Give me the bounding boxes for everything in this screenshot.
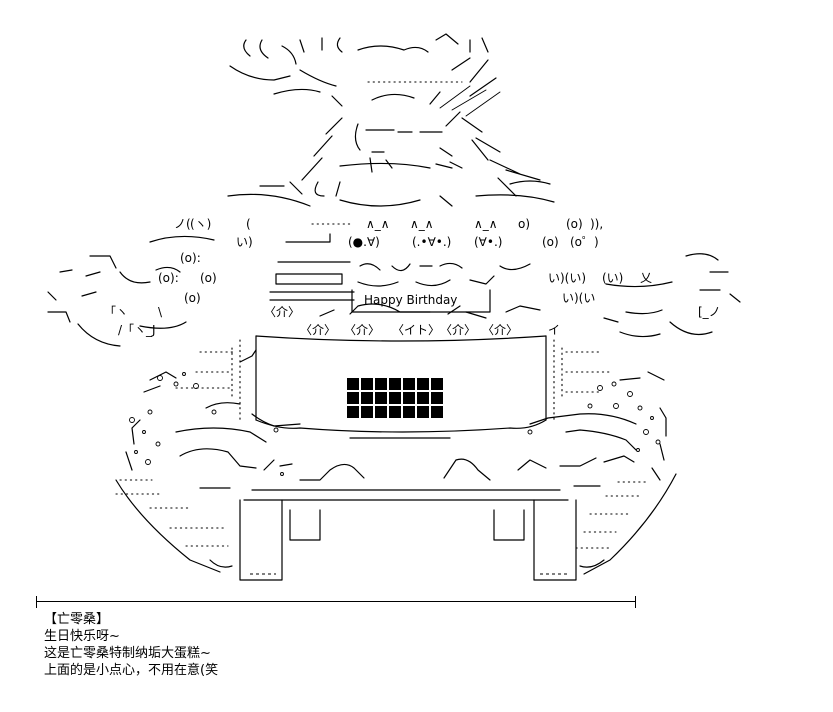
- topper-label-4: 〈イト〉: [392, 323, 440, 337]
- topper-label-5: 〈介〉: [440, 323, 476, 337]
- svg-text:(o): (o): [566, 217, 583, 231]
- svg-text:(: (: [246, 217, 251, 231]
- grid-block: [389, 406, 401, 418]
- svg-text:/「ヽ_J: /「ヽ_J: [118, 323, 156, 337]
- left-limbs: (o): (o): (o) (o) 「ヽ \ /「ヽ_J: [47, 251, 217, 347]
- dialogue-line-1: 生日快乐呀~: [44, 629, 120, 644]
- cake-legs: [209, 499, 605, 581]
- antlers: [229, 33, 501, 117]
- svg-text:(o): (o): [200, 271, 217, 285]
- svg-text:∧_∧: ∧_∧: [474, 217, 498, 231]
- dialogue-line-3: 上面的是小点心，不用在意(笑: [44, 663, 219, 678]
- svg-text:(o): (o): [184, 291, 201, 305]
- svg-text:∧_∧: ∧_∧: [366, 217, 390, 231]
- divider-tick-left: [36, 596, 37, 608]
- grid-block: [361, 392, 373, 404]
- divider-rule: [36, 596, 636, 608]
- topper-label-6: 〈介〉: [482, 323, 518, 337]
- svg-text:\: \: [158, 305, 163, 319]
- grid-block: [347, 406, 359, 418]
- topper-label-2: 〈介〉: [300, 323, 336, 337]
- face-small-right-2: (o゜): [570, 235, 599, 249]
- frosting-dots: [129, 372, 661, 476]
- grid-block: [417, 378, 429, 390]
- speaker-name: 【亡零桑】: [44, 612, 110, 627]
- grid-block: [389, 392, 401, 404]
- svg-text:∧_∧: ∧_∧: [410, 217, 434, 231]
- grid-block: [431, 406, 443, 418]
- svg-text:「ヽ: 「ヽ: [104, 305, 128, 319]
- topper-label-1: 〈介〉: [264, 305, 300, 319]
- grid-block: [403, 378, 415, 390]
- svg-text:)),: )),: [590, 217, 603, 231]
- svg-text:(い): (い): [602, 271, 623, 285]
- grid-block: [389, 378, 401, 390]
- svg-text:ノ(: ノ(: [174, 217, 191, 231]
- head: [227, 111, 555, 225]
- grid-block: [347, 392, 359, 404]
- block-grid: [347, 378, 443, 418]
- cake-lower: [115, 371, 677, 575]
- svg-text:[_ノ: [_ノ: [698, 305, 721, 319]
- topper-label-3: 〈介〉: [344, 323, 380, 337]
- right-limbs: い)(い) (い) 乂 い)(い [_ノ イ: [548, 253, 741, 338]
- grid-block: [431, 378, 443, 390]
- svg-text:い)(い: い)(い: [562, 291, 595, 305]
- grid-block: [375, 392, 387, 404]
- face-small-right: (o): [542, 235, 559, 249]
- grid-block: [347, 378, 359, 390]
- svg-text:い)(い): い)(い): [548, 271, 586, 285]
- divider-line: [36, 601, 636, 602]
- dialogue-box: 【亡零桑】 生日快乐呀~ 这是亡零桑特制纳垢大蛋糕~ 上面的是小点心，不用在意(…: [44, 611, 218, 679]
- grid-block: [417, 406, 429, 418]
- face-right-top: (∀•.): [474, 235, 502, 249]
- cake-front: [175, 335, 611, 439]
- faces-row: ノ( (ヽ) ( ∧_∧ ∧_∧ ∧_∧ o) (o) )), (●.∀) (.…: [149, 217, 603, 249]
- grid-block: [431, 392, 443, 404]
- svg-text:(o):: (o):: [158, 271, 179, 285]
- svg-text:(o):: (o):: [180, 251, 201, 265]
- svg-text:イ: イ: [548, 323, 560, 337]
- grid-block: [361, 406, 373, 418]
- grid-block: [375, 378, 387, 390]
- topper-row: 〈介〉 〈介〉 〈介〉 〈イト〉 〈介〉 〈介〉: [264, 303, 541, 337]
- grid-block: [361, 378, 373, 390]
- face-center-top: (●.∀): [348, 235, 380, 249]
- grid-block: [403, 392, 415, 404]
- ascii-art-cake: ノ( (ヽ) ( ∧_∧ ∧_∧ ∧_∧ o) (o) )), (●.∀) (.…: [47, 33, 741, 581]
- dialogue-line-2: 这是亡零桑特制纳垢大蛋糕~: [44, 646, 211, 661]
- grid-block: [403, 406, 415, 418]
- divider-tick-right: [635, 596, 636, 608]
- svg-text:い): い): [236, 235, 253, 249]
- face-mid: (.•∀•.): [412, 235, 451, 249]
- birthday-banner: Happy Birthday: [269, 261, 531, 313]
- banner-text: Happy Birthday: [364, 293, 457, 307]
- svg-text:乂: 乂: [640, 271, 652, 285]
- grid-block: [417, 392, 429, 404]
- svg-text:o): o): [518, 217, 530, 231]
- face-left-top: (ヽ): [190, 217, 211, 231]
- grid-block: [375, 406, 387, 418]
